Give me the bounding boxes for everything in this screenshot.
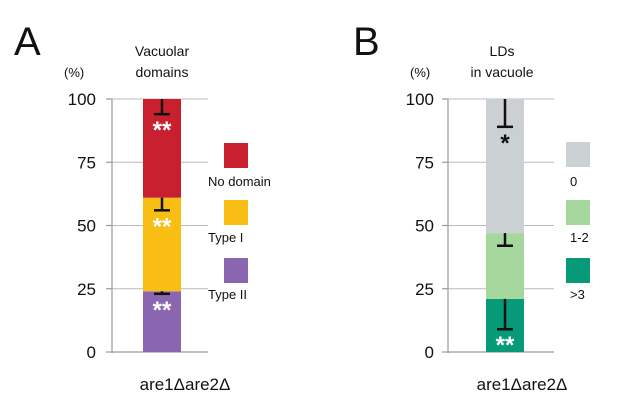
panel-a-y-tick-label: 25: [77, 280, 96, 299]
panel-a-bar-segment-0: [143, 291, 181, 352]
panel-b-legend-label-2: >3: [570, 287, 585, 302]
panel-b-title-line: in vacuole: [470, 64, 533, 80]
panel-a-bar-segment-2: [143, 99, 181, 198]
panel-b-legend-label-0: 0: [570, 174, 577, 189]
panel-b-y-tick-label: 50: [415, 217, 434, 236]
panel-a-legend-label-2: Type II: [208, 287, 247, 302]
panel-b-letter: B: [353, 20, 380, 64]
panel-a-unit-label: (%): [64, 65, 84, 80]
panel-b-legend-label-1: 1-2: [570, 230, 589, 245]
panel-b-legend-swatch-1: [566, 200, 590, 225]
panel-b-legend-swatch-0: [566, 142, 590, 167]
panel-a-bar-segment-1: [143, 197, 181, 292]
panel-a-title-line: domains: [136, 64, 189, 80]
panel-b-significance-2: *: [500, 130, 510, 157]
panel-b-significance-0: **: [496, 332, 515, 359]
panel-b-y-tick-label: 75: [415, 153, 434, 172]
panel-b-unit-label: (%): [410, 65, 430, 80]
panel-a-legend-swatch-2: [224, 258, 248, 283]
panel-a-y-tick-label: 75: [77, 153, 96, 172]
panel-a-title-line: Vacuolar: [135, 43, 190, 59]
panel-b-x-label: are1Δare2Δ: [477, 375, 568, 394]
panel-a-y-tick-label: 100: [68, 90, 96, 109]
panel-a-y-tick-label: 50: [77, 217, 96, 236]
panel-a-significance-2: **: [153, 117, 172, 144]
panel-b-y-tick-label: 25: [415, 280, 434, 299]
panel-a-legend-label-0: No domain: [208, 174, 271, 189]
panel-b-y-tick-label: 100: [406, 90, 434, 109]
panel-a-legend-label-1: Type I: [208, 230, 243, 245]
panel-b-legend-swatch-2: [566, 258, 590, 283]
panel-a-significance-1: **: [153, 213, 172, 240]
panel-a-significance-0: **: [153, 297, 172, 324]
panel-a-y-tick-label: 0: [87, 343, 96, 362]
panel-b-y-tick-label: 0: [425, 343, 434, 362]
panel-b-title-line: LDs: [490, 43, 515, 59]
panel-a-letter: A: [14, 20, 41, 64]
panel-a-x-label: are1Δare2Δ: [140, 375, 231, 394]
panel-a-legend-swatch-0: [224, 143, 248, 168]
panel-a-legend-swatch-1: [224, 200, 248, 225]
